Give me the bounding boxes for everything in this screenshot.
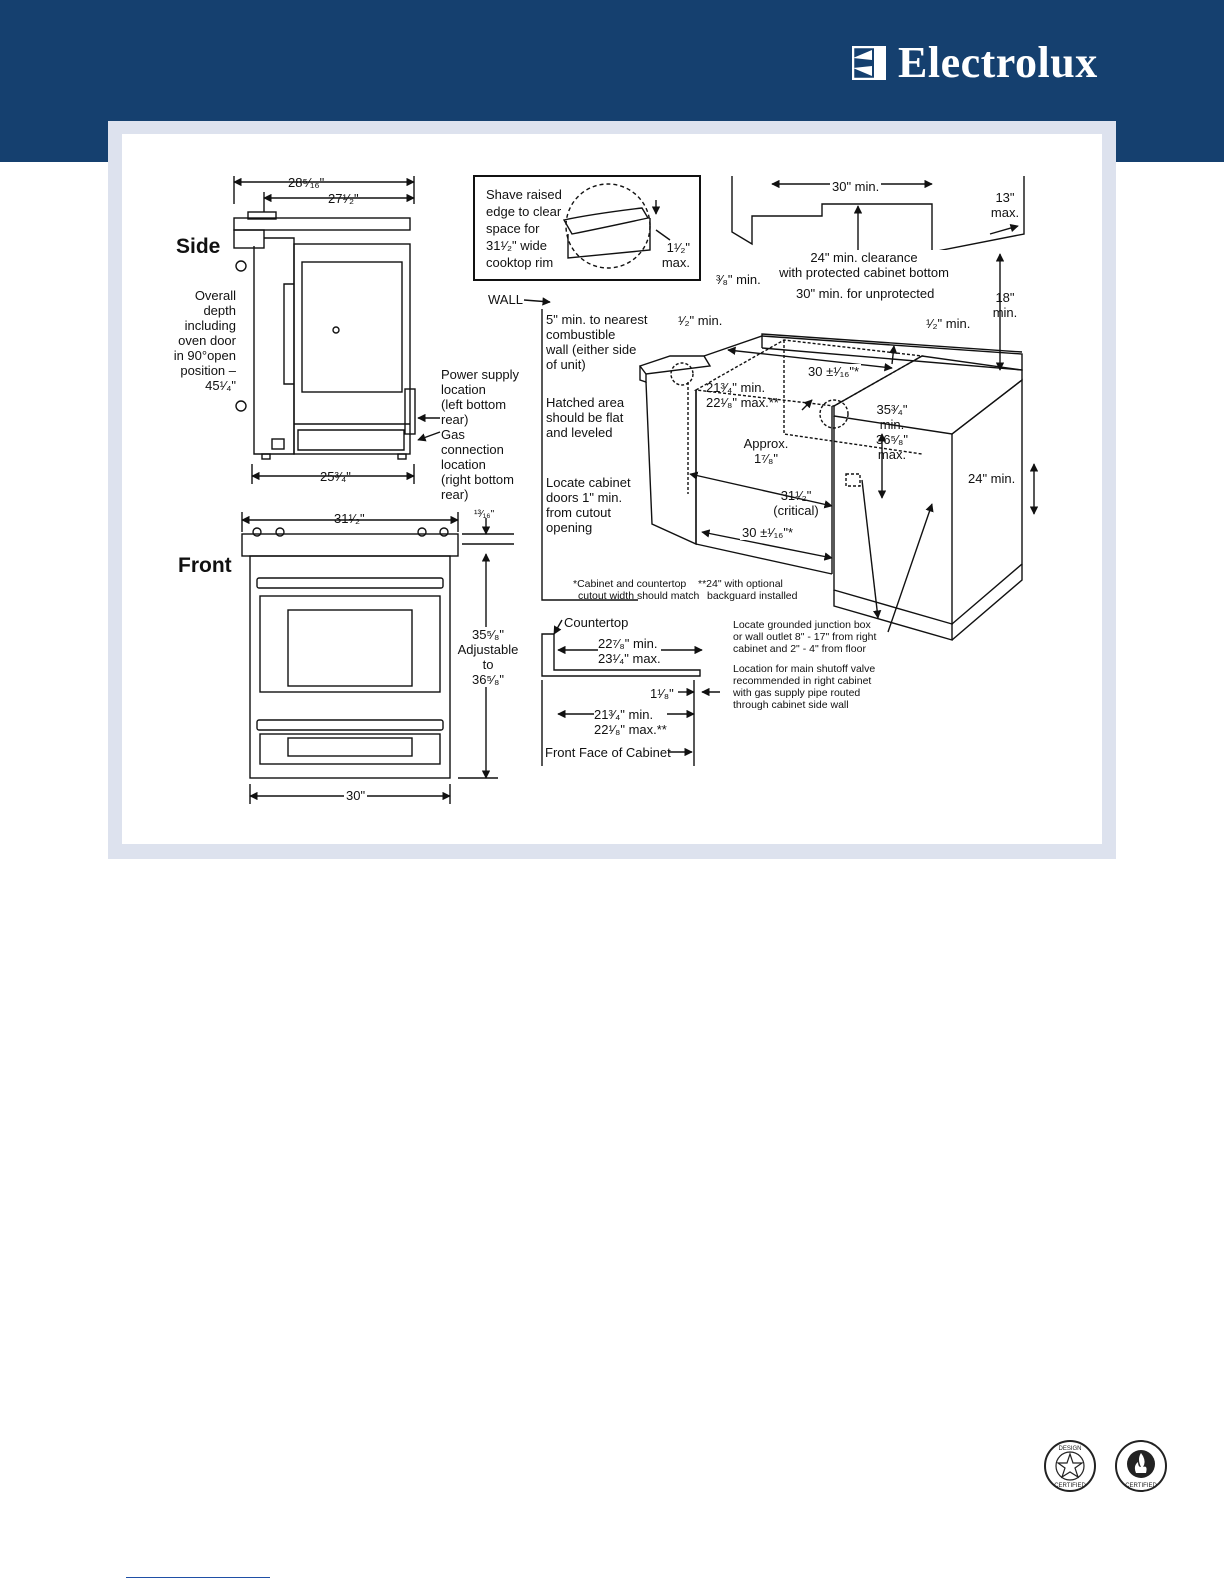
shave-detail-drawing <box>473 175 701 281</box>
installation-drawing <box>233 175 1039 804</box>
dim-31-critical: 31¹⁄₂" (critical) <box>773 488 819 518</box>
dim-24-min: 24" min. <box>966 471 1018 486</box>
installation-diagram-panel: Side 28⁵⁄₁₆" 27¹⁄₂" 25³⁄₄" Overall depth… <box>122 134 1102 844</box>
hatched-area-note: Hatched area should be flat and leveled <box>546 395 625 440</box>
junction-box-note: Locate grounded junction box or wall out… <box>733 619 877 655</box>
power-supply-note: Power supply location (left bottom rear) <box>441 367 520 427</box>
front-dim-top-width: 31¹⁄₂" <box>334 511 365 526</box>
dim-30-top: 30 ±¹⁄₁₆"* <box>806 364 862 379</box>
upper-30-min: 30" min. <box>830 179 882 194</box>
dim-30-bottom: 30 ±¹⁄₁₆"* <box>740 525 796 540</box>
front-view-title: Front <box>178 554 232 577</box>
front-dim-base-width: 30" <box>344 788 368 803</box>
wall-label: WALL <box>488 292 523 307</box>
cabinet-installation-drawing <box>523 176 1039 641</box>
side-dim-overall-width: 28⁵⁄₁₆" <box>288 175 325 190</box>
upper-13-max: 13" max. <box>990 190 1020 220</box>
csa-badge-text: CERTIFIED <box>1125 1483 1157 1489</box>
combustible-note: 5" min. to nearest combustible wall (eit… <box>546 312 648 372</box>
shutoff-valve-note: Location for main shutoff valve recommen… <box>733 663 876 711</box>
overall-depth-note: Overall depth including oven door in 90°… <box>173 288 236 393</box>
front-dim-rim: ¹³⁄₁₆" <box>474 508 495 520</box>
gas-connection-note: Gas connection location (right bottom re… <box>441 427 514 502</box>
side-view-title: Side <box>176 235 221 258</box>
electrolux-logo-icon <box>852 46 886 80</box>
side-dim-top-width: 27¹⁄₂" <box>328 191 359 206</box>
dim-18-min: 18" min. <box>992 290 1018 320</box>
footnote-cabinet-cutout: *Cabinet and countertop cutout width sho… <box>573 578 700 602</box>
footer-link-underline[interactable] <box>126 1577 270 1578</box>
front-view-drawing <box>241 512 514 804</box>
front-face-label: Front Face of Cabinet <box>545 745 671 760</box>
front-height-note: 35⁵⁄₈" Adjustable to 36⁵⁄₈" <box>454 627 522 687</box>
countertop-dim-22: 22⁷⁄₈" min. 23¹⁄₄" max. <box>598 636 661 666</box>
footnote-backguard: **24" with optional backguard installed <box>698 578 798 602</box>
brand-name: Electrolux <box>898 38 1098 87</box>
design-certified-badge-icon: DESIGN CERTIFIED <box>1044 1440 1096 1492</box>
countertop-dim-21: 21³⁄₄" min. 22¹⁄₈" max.** <box>594 707 667 737</box>
design-badge-top-text: DESIGN <box>1058 1446 1081 1452</box>
shave-dim: 1¹⁄₂" max. <box>661 240 690 270</box>
dim-35-min: 35³⁄₄" min. 36⁵⁄₈" max. <box>875 402 909 462</box>
approx-note: Approx. 1⁷⁄₈" <box>743 436 789 466</box>
design-badge-bottom-text: CERTIFIED <box>1054 1483 1086 1489</box>
dim-21-min: 21³⁄₄" min. 22¹⁄₈" max.** <box>706 380 779 410</box>
clearance-note: 24" min. clearance with protected cabine… <box>774 250 954 280</box>
half-min-right: ¹⁄₂" min. <box>926 316 971 331</box>
side-dim-base-depth: 25³⁄₄" <box>320 469 351 484</box>
countertop-dim-1-1-8: 1¹⁄₈" <box>650 686 674 701</box>
csa-certified-badge-icon: CERTIFIED <box>1115 1440 1167 1492</box>
cabinet-doors-note: Locate cabinet doors 1" min. from cutout… <box>546 475 631 535</box>
countertop-label: Countertop <box>564 615 629 630</box>
side-view-drawing <box>233 176 441 484</box>
unprotected-note: 30" min. for unprotected <box>794 286 937 301</box>
half-min-left: ¹⁄₂" min. <box>678 313 723 328</box>
shave-note: Shave raised edge to clear space for 31¹… <box>486 187 562 270</box>
three-eighths-min: ³⁄₈" min. <box>716 272 761 287</box>
brand-logo: Electrolux <box>852 40 1098 86</box>
